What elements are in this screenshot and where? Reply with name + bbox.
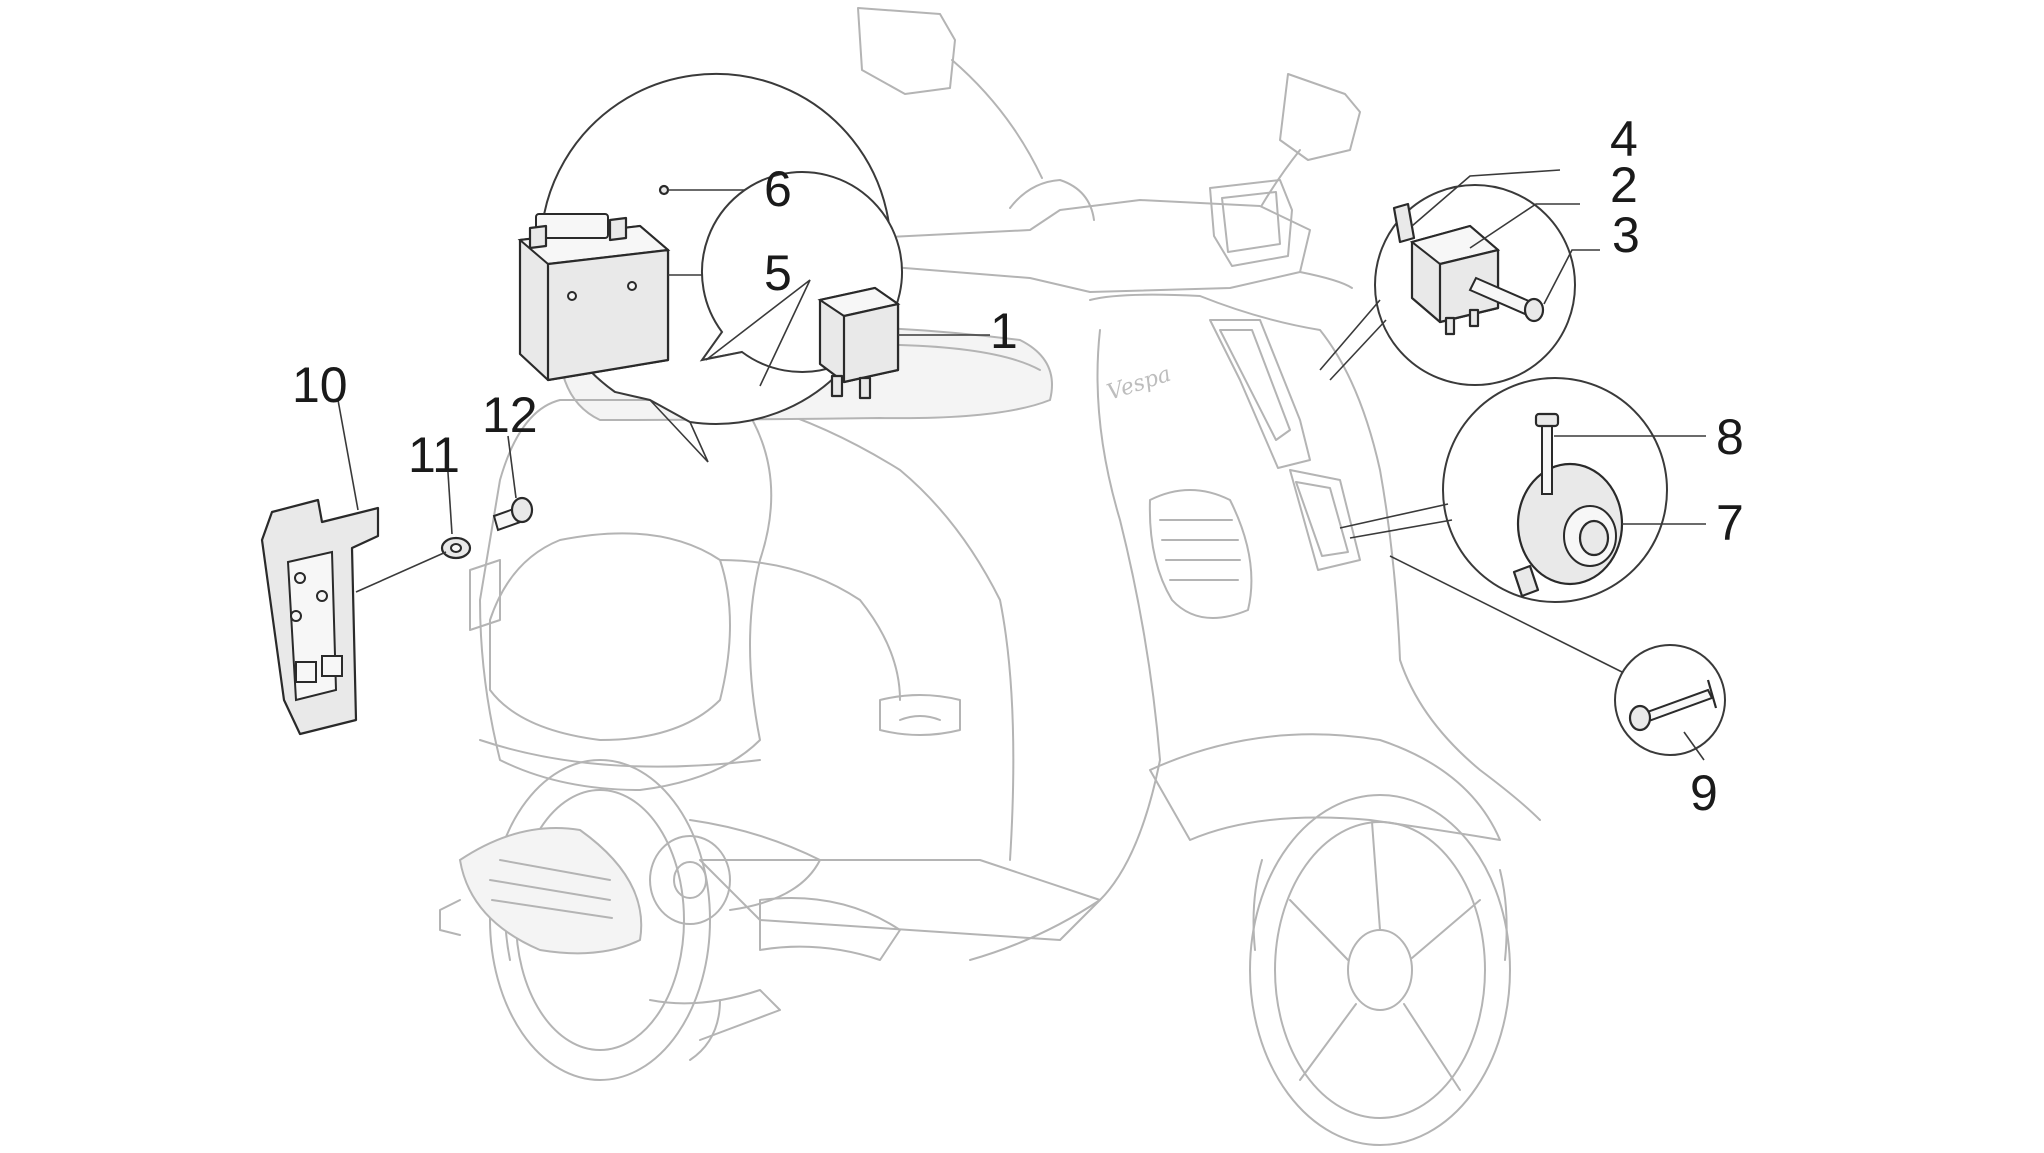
- relay-part-1: [817, 286, 901, 400]
- flasher-inset: [1319, 169, 1600, 386]
- horn-inset: [1339, 377, 1706, 603]
- flasher-part-2: [1409, 224, 1501, 336]
- breather-part-6: [658, 184, 670, 196]
- clip-part-4: [1392, 202, 1416, 244]
- callout-2: 2: [1610, 157, 1638, 213]
- relay-inset-1: [699, 171, 990, 400]
- washer-part-11: [440, 536, 472, 560]
- callout-5: 5: [764, 245, 792, 301]
- callout-7: 7: [1716, 495, 1744, 551]
- callout-labels: 1 2 3 4 5 6 7 8 9 10 11 12: [292, 111, 1744, 821]
- callout-6: 6: [764, 161, 792, 217]
- bolt-part-8: [1534, 412, 1560, 495]
- callout-11: 11: [408, 427, 460, 483]
- callout-12: 12: [482, 387, 538, 443]
- bolt-inset: [1389, 555, 1726, 761]
- callout-8: 8: [1716, 409, 1744, 465]
- battery-part-5: [517, 213, 671, 382]
- callout-4: 4: [1610, 111, 1638, 167]
- screw-part-12: [492, 496, 534, 532]
- brand-mark: Vespa: [1104, 362, 1174, 406]
- bolt-part-9: [1628, 679, 1718, 732]
- callout-1: 1: [990, 303, 1018, 359]
- callout-9: 9: [1690, 765, 1718, 821]
- callout-3: 3: [1612, 207, 1640, 263]
- bracket-part-10: [260, 498, 380, 736]
- callout-10: 10: [292, 357, 348, 413]
